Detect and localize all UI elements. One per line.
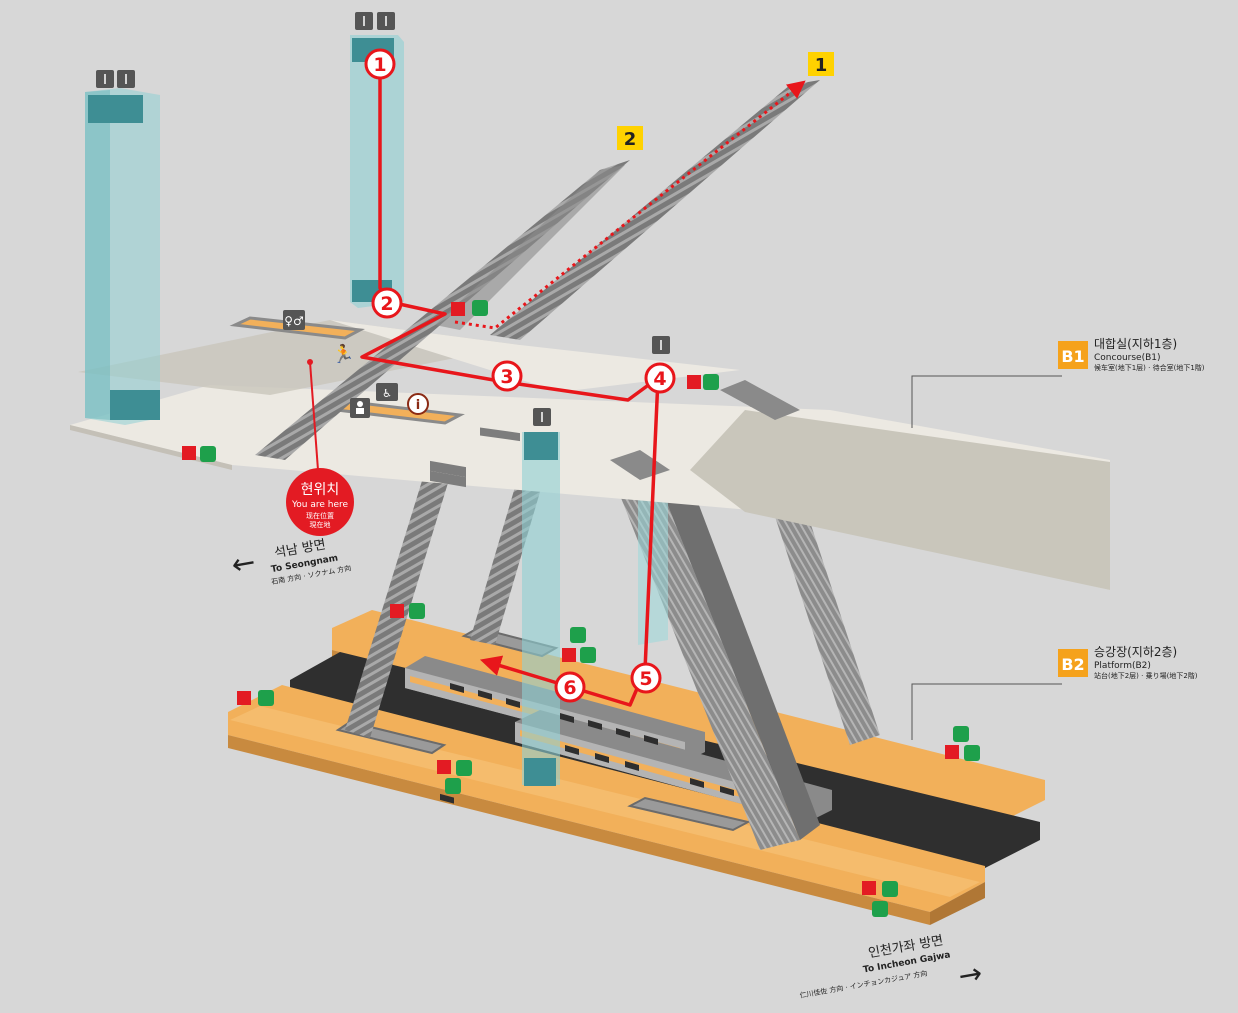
you-are-here-zh: 现在位置 bbox=[306, 511, 334, 520]
svg-text:♿: ♿ bbox=[382, 387, 392, 400]
elevator-shaft-left bbox=[85, 88, 160, 425]
svg-text:♀♂: ♀♂ bbox=[284, 314, 304, 328]
svg-text:3: 3 bbox=[500, 366, 513, 388]
step-1: 1 bbox=[364, 48, 396, 80]
rear-platform bbox=[332, 610, 1045, 820]
you-are-here-marker: 현위치 You are here 现在位置 現在地 bbox=[286, 359, 354, 536]
exit-stairs bbox=[255, 80, 820, 460]
step-5: 5 bbox=[630, 662, 662, 694]
step-3: 3 bbox=[491, 360, 523, 392]
concourse-paid-area bbox=[690, 410, 1110, 590]
svg-text:5: 5 bbox=[639, 668, 652, 690]
fire-extinguisher-icon bbox=[182, 302, 959, 895]
arrow-left-icon: ← bbox=[229, 545, 258, 582]
level-label-b2: B2 승강장(지하2층) Platform(B2) 站台(地下2层) · 乗り場… bbox=[911, 645, 1198, 740]
svg-text:i: i bbox=[416, 398, 420, 413]
svg-text:6: 6 bbox=[563, 677, 576, 699]
route-to-exit-1 bbox=[454, 80, 806, 330]
aed-icon bbox=[200, 300, 969, 917]
stairs-left-b1-b2 bbox=[345, 455, 455, 738]
elevator-icon bbox=[96, 12, 670, 426]
step-2: 2 bbox=[371, 287, 403, 319]
nursing-room-icon bbox=[350, 398, 370, 418]
exit-badge-2: 2 bbox=[617, 126, 643, 150]
information-icon: i bbox=[407, 393, 429, 415]
concourse-level-b1 bbox=[70, 316, 1110, 590]
svg-text:Platform(B2): Platform(B2) bbox=[1094, 661, 1151, 671]
svg-text:2: 2 bbox=[380, 293, 393, 315]
direction-seongnam: ← 석남 방면 To Seongnam 石南 方向 · ソクナム 方向 bbox=[229, 537, 352, 586]
stair-opening-right bbox=[627, 796, 751, 832]
exit-badge-1: 1 bbox=[808, 52, 834, 76]
svg-text:Concourse(B1): Concourse(B1) bbox=[1094, 353, 1161, 363]
svg-text:1: 1 bbox=[373, 54, 386, 76]
route-steps: 1 2 3 4 5 6 bbox=[364, 48, 676, 703]
svg-text:승강장(지하2층): 승강장(지하2층) bbox=[1094, 645, 1177, 659]
step-6: 6 bbox=[554, 671, 586, 703]
stairs-to-exit-1 bbox=[490, 80, 820, 340]
step-4: 4 bbox=[644, 362, 676, 394]
svg-text:站台(地下2层) · 乗り場(地下2階): 站台(地下2层) · 乗り場(地下2階) bbox=[1094, 671, 1198, 680]
ticket-gates bbox=[430, 427, 520, 488]
you-are-here-ko: 현위치 bbox=[301, 482, 340, 498]
you-are-here-ja: 現在地 bbox=[310, 520, 331, 529]
svg-text:4: 4 bbox=[653, 368, 666, 390]
svg-text:B1: B1 bbox=[1061, 347, 1084, 366]
elevators bbox=[85, 35, 560, 786]
wheelchair-lift-icon: ♿ bbox=[376, 383, 398, 401]
svg-text:대합실(지하1층): 대합실(지하1층) bbox=[1094, 337, 1177, 351]
svg-text:🏃: 🏃 bbox=[332, 343, 354, 365]
direction-incheon-gajwa: 인천가좌 방면 To Incheon Gajwa 仁川佳佐 方向 · インチョン… bbox=[799, 933, 985, 1000]
emergency-exit-icon: 🏃 bbox=[332, 343, 354, 365]
svg-text:1: 1 bbox=[815, 55, 828, 76]
restroom-icon: ♀♂ bbox=[283, 310, 305, 330]
emergency-phone-icon bbox=[456, 647, 980, 897]
svg-text:候车室(地下1层) · 待合室(地下1階): 候车室(地下1层) · 待合室(地下1階) bbox=[1094, 363, 1205, 372]
svg-text:B2: B2 bbox=[1061, 655, 1084, 674]
arrow-right-icon: → bbox=[956, 956, 985, 993]
level-label-b1: B1 대합실(지하1층) Concourse(B1) 候车室(地下1层) · 待… bbox=[911, 337, 1205, 428]
you-are-here-en: You are here bbox=[291, 500, 349, 510]
svg-text:2: 2 bbox=[624, 129, 637, 150]
elevator-shaft-platform bbox=[522, 432, 560, 786]
